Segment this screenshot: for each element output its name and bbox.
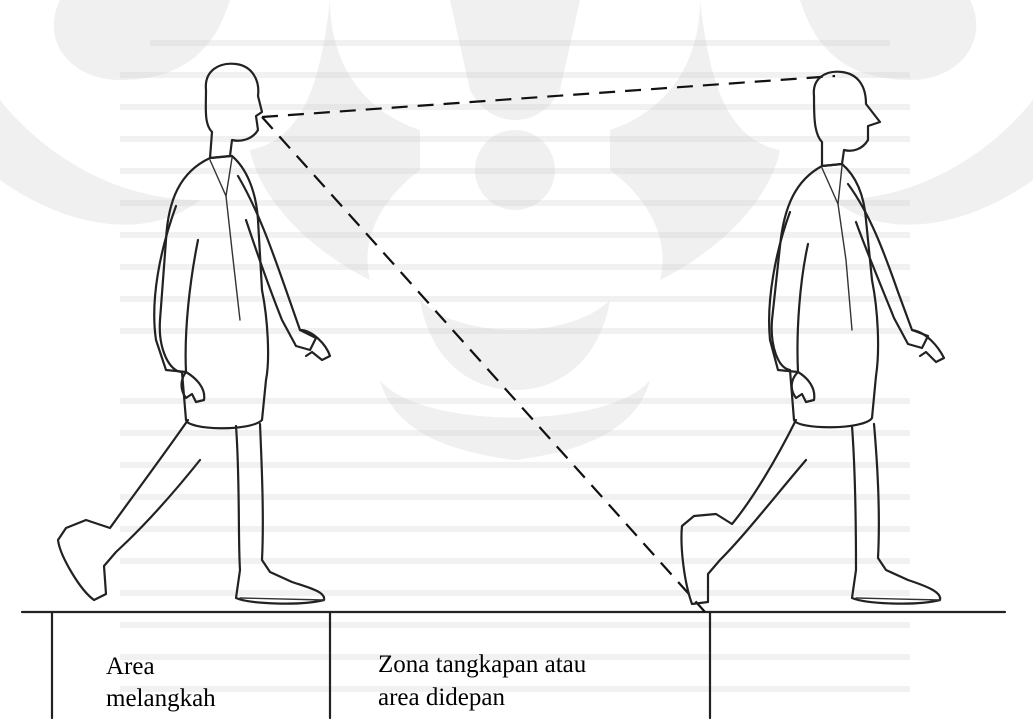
catch-zone-caption-line1: Zona tangkapan atau	[378, 650, 586, 680]
step-area-caption-line2: melangkah	[106, 684, 216, 714]
catch-zone-caption-line2: area didepan	[378, 683, 505, 713]
watermark-emblem	[0, 0, 1033, 460]
step-area-caption-line1: Area	[106, 652, 155, 682]
